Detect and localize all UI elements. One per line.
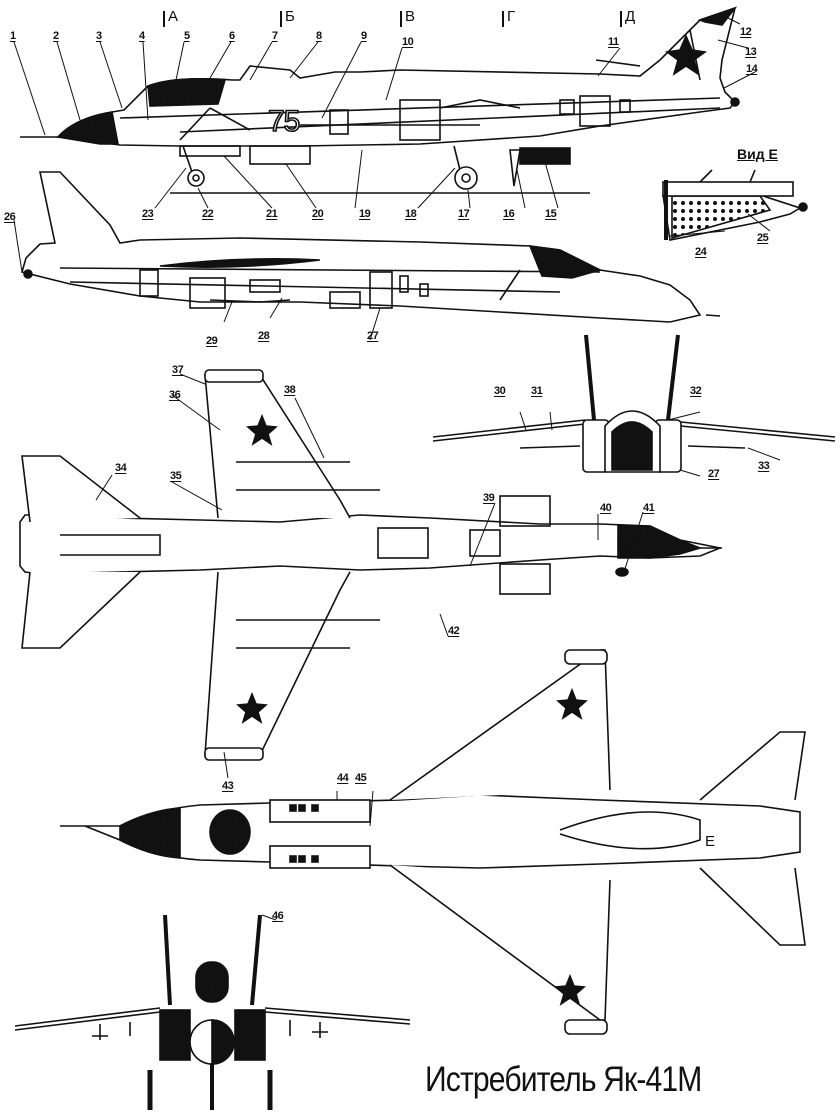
front-view-lower (14, 914, 411, 1110)
callout-36: 36 (169, 389, 181, 401)
callout-5: 5 (184, 30, 190, 42)
callout-38: 38 (284, 384, 296, 396)
callout-30: 30 (494, 385, 506, 397)
callout-6: 6 (229, 30, 235, 42)
drawing-title: Истребитель Як-41М (425, 1060, 702, 1099)
callout-21: 21 (266, 208, 278, 220)
callout-18: 18 (405, 208, 417, 220)
side-view-left (20, 6, 740, 194)
callout-10: 10 (402, 36, 414, 48)
callout-20: 20 (312, 208, 324, 220)
callout-14: 14 (746, 63, 758, 75)
callout-45: 45 (355, 772, 367, 784)
callout-37: 37 (172, 364, 184, 376)
bottom-view (60, 649, 806, 1035)
section-marker-d: Д (620, 8, 635, 27)
view-e-arrow-marker: Е (705, 833, 716, 850)
view-e-nozzle (662, 169, 808, 241)
callout-2: 2 (53, 30, 59, 42)
callout-41: 41 (643, 502, 655, 514)
view-e-label: Вид Е (737, 146, 778, 162)
callout-46: 46 (272, 910, 284, 922)
callout-8: 8 (316, 30, 322, 42)
callout-13: 13 (745, 46, 757, 58)
callout-27-front: 27 (708, 468, 720, 480)
callout-4: 4 (139, 30, 145, 42)
callout-35: 35 (170, 470, 182, 482)
callout-11: 11 (608, 36, 619, 48)
callout-27: 27 (367, 330, 379, 342)
callout-42: 42 (448, 625, 460, 637)
section-marker-g: Г (502, 8, 515, 27)
front-view-upper (432, 334, 836, 473)
section-marker-a: А (163, 8, 178, 27)
callout-17: 17 (458, 208, 470, 220)
callout-9: 9 (361, 30, 367, 42)
callout-39: 39 (483, 492, 495, 504)
callout-22: 22 (202, 208, 214, 220)
top-view (19, 369, 723, 761)
callout-31: 31 (531, 385, 543, 397)
callout-28: 28 (258, 330, 270, 342)
callout-15: 15 (545, 208, 557, 220)
callout-3: 3 (96, 30, 102, 42)
callout-1: 1 (10, 30, 16, 42)
callout-29: 29 (206, 335, 218, 347)
section-marker-v: В (400, 8, 415, 27)
callout-33: 33 (758, 460, 770, 472)
side-view-right (21, 171, 721, 323)
callout-44: 44 (337, 772, 349, 784)
callout-32: 32 (690, 385, 702, 397)
callout-19: 19 (359, 208, 371, 220)
leader-lines (13, 15, 781, 921)
callout-34: 34 (115, 462, 127, 474)
callout-40: 40 (600, 502, 612, 514)
callout-24: 24 (695, 246, 707, 258)
callout-26: 26 (4, 211, 16, 223)
callout-25: 25 (757, 232, 769, 244)
callout-12: 12 (740, 26, 752, 38)
tail-number: 75 (267, 104, 301, 139)
callout-7: 7 (272, 30, 278, 42)
callout-23: 23 (142, 208, 154, 220)
callout-43: 43 (222, 780, 234, 792)
section-marker-b: Б (280, 8, 295, 27)
callout-16: 16 (503, 208, 515, 220)
